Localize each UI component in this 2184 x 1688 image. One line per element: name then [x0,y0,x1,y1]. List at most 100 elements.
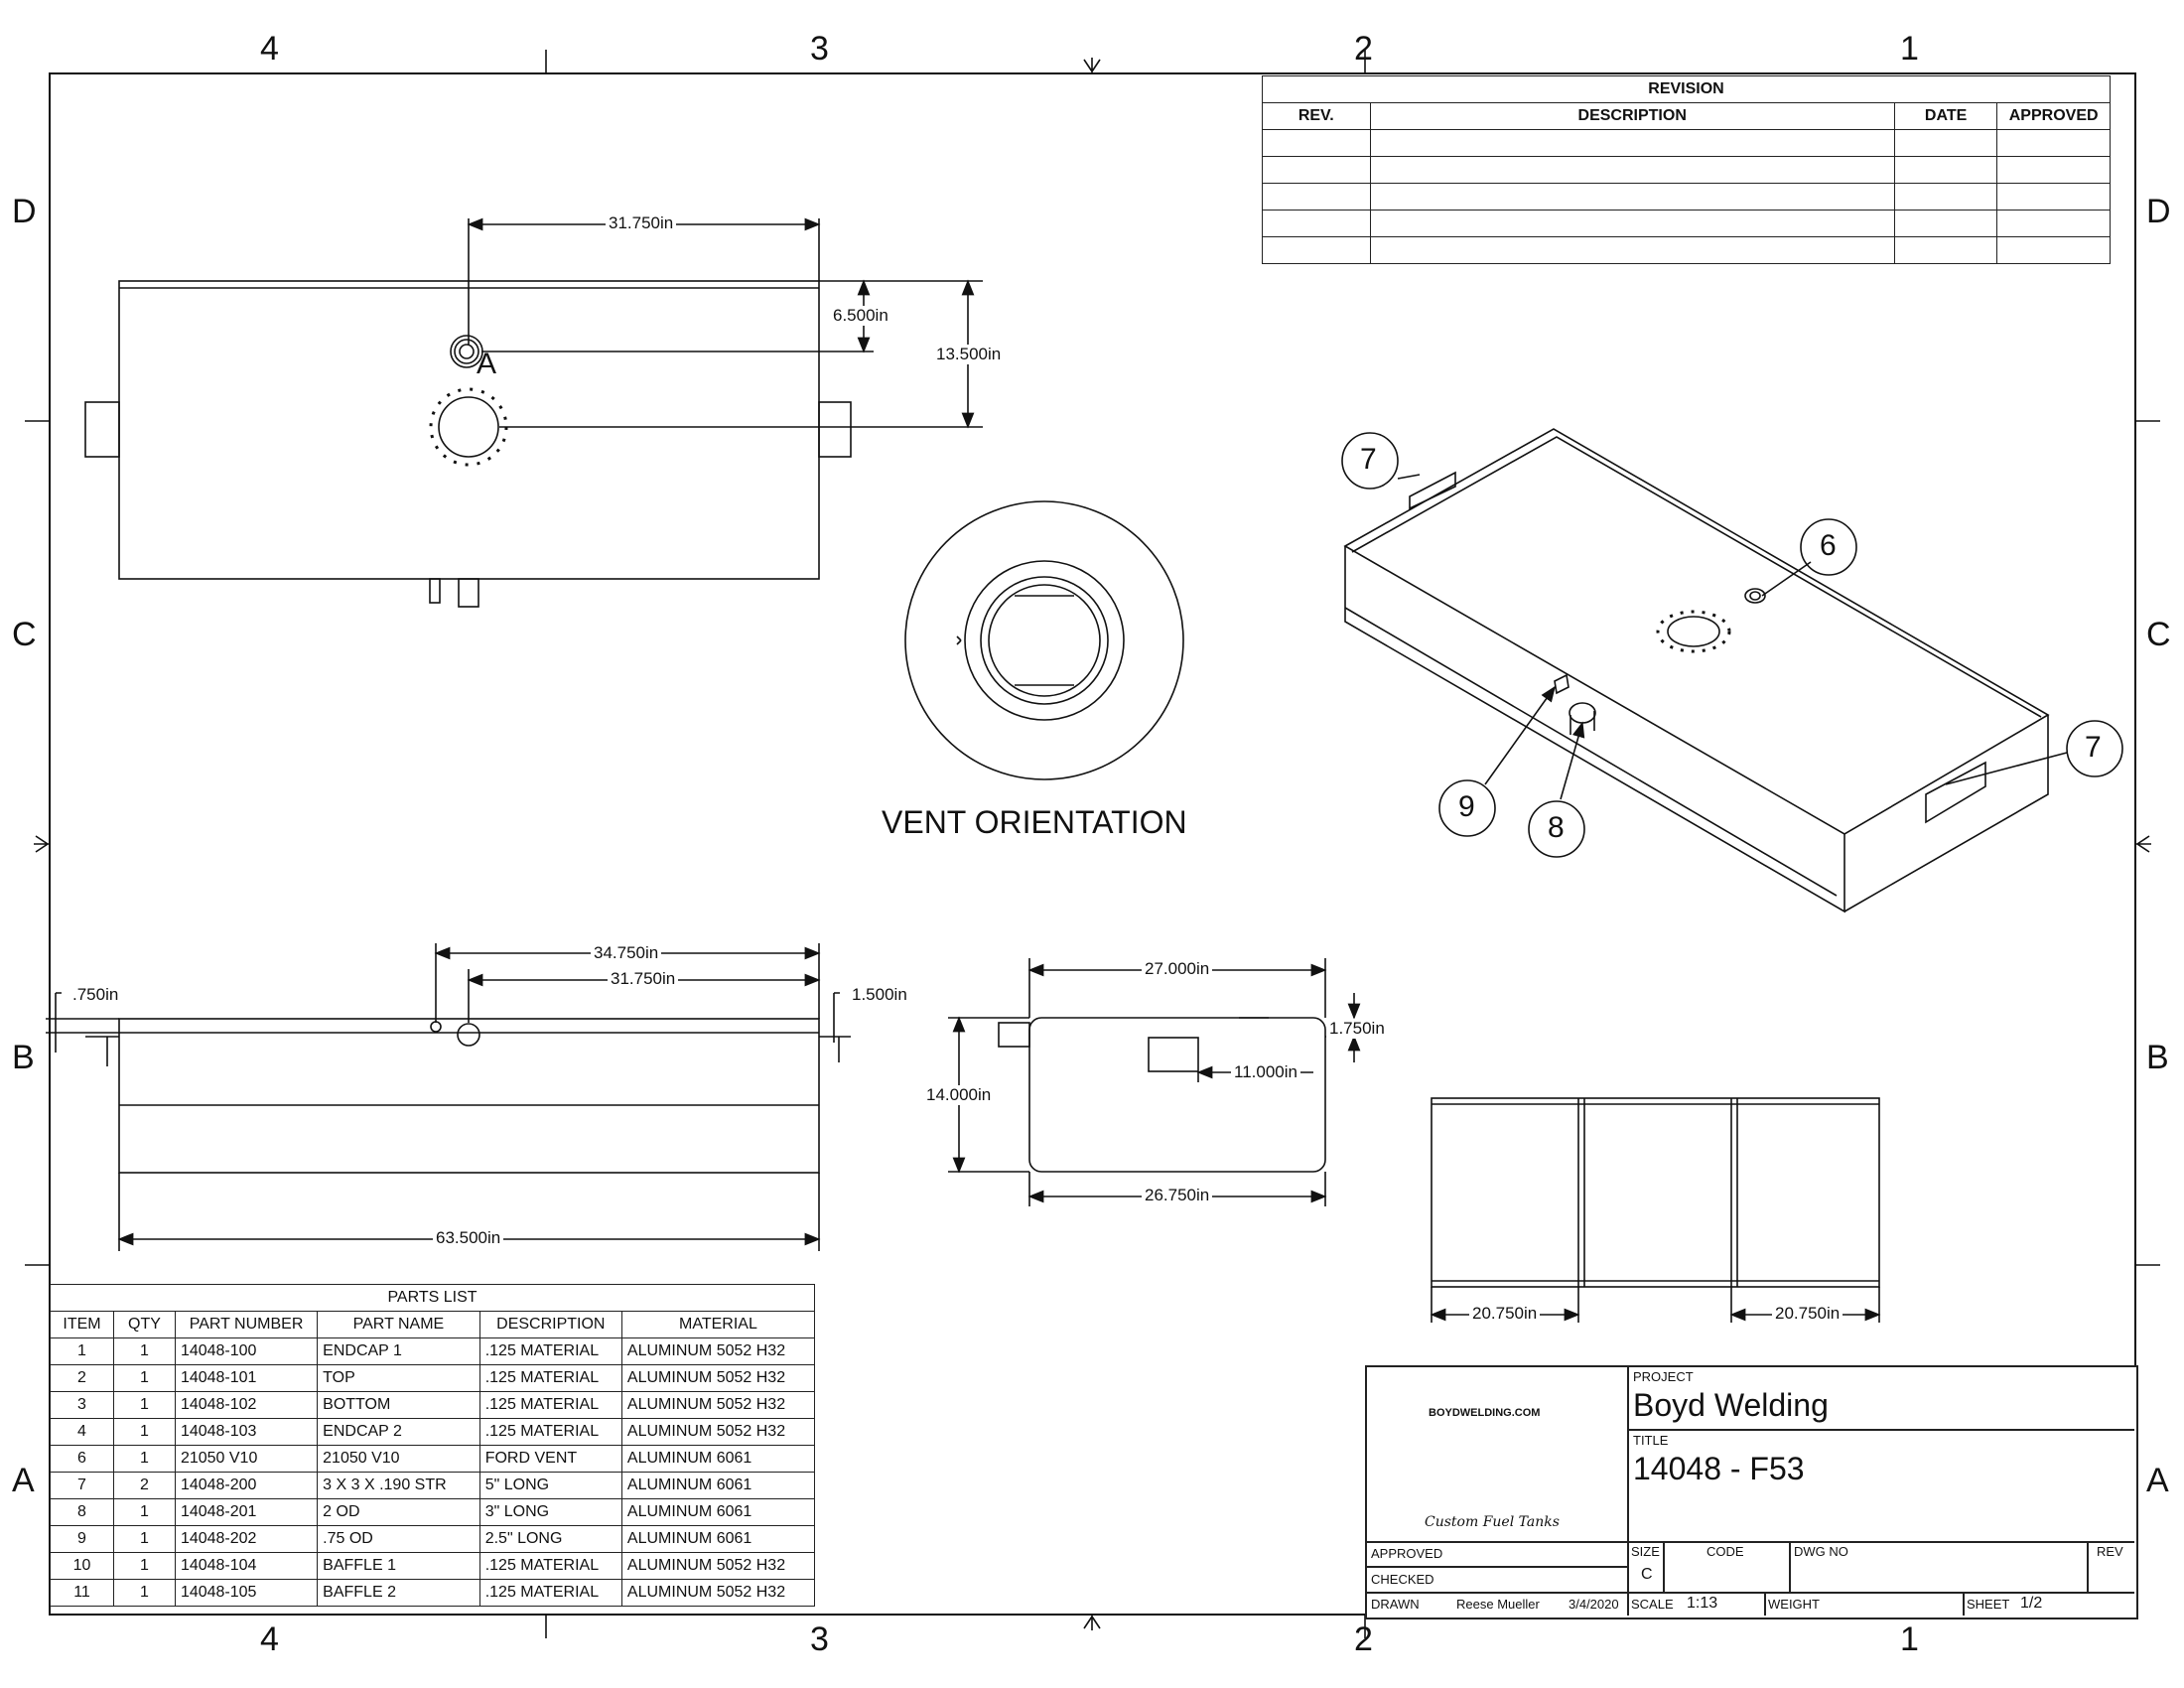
parts-cell-part-name: BAFFLE 1 [317,1552,480,1580]
parts-cell-qty: 1 [112,1498,176,1526]
revision-row [1262,129,2111,157]
parts-cell-material: ALUMINUM 5052 H32 [620,1337,816,1365]
scale-value: 1:13 [1687,1595,1718,1612]
zone-col-4-bottom: 4 [260,1620,279,1658]
balloon-8-label: 8 [1548,811,1565,844]
parts-cell-item: 11 [50,1579,114,1607]
parts-header-description: DESCRIPTION [478,1311,622,1338]
dim-vent-offset: 6.500in [830,306,891,326]
drawn-by: Reese Mueller [1456,1597,1540,1612]
detail-label-a: A [477,348,497,380]
rev-header-rev: REV. [1262,102,1371,130]
parts-cell-qty: 1 [112,1418,176,1446]
vent-orientation-caption: VENT ORIENTATION [882,804,1187,840]
revision-table: REVISION REV. DESCRIPTION DATE APPROVED [1262,75,2111,264]
parts-cell-material: ALUMINUM 6061 [620,1445,816,1473]
zone-col-3-top: 3 [810,30,829,68]
parts-cell-description: .125 MATERIAL [478,1552,622,1580]
top-view [84,217,983,608]
parts-cell-item: 7 [50,1472,114,1499]
parts-cell-material: ALUMINUM 5052 H32 [620,1579,816,1607]
parts-cell-part-number: 14048-200 [174,1472,319,1499]
parts-cell-item: 2 [50,1364,114,1392]
scale-label: SCALE [1631,1597,1674,1612]
rev-label: REV [2097,1544,2123,1559]
parts-cell-description: .125 MATERIAL [478,1364,622,1392]
parts-cell-qty: 1 [112,1525,176,1553]
balloon-6-label: 6 [1820,529,1837,562]
parts-cell-qty: 1 [112,1552,176,1580]
size-value: C [1641,1566,1653,1583]
dim-center-offset: 13.500in [933,345,1005,364]
parts-cell-part-name: ENDCAP 1 [317,1337,480,1365]
parts-header-part-name: PART NAME [317,1311,480,1338]
dim-front-width: 31.750in [608,969,679,989]
parts-cell-part-name: BOTTOM [317,1391,480,1419]
baffle-view [1430,1097,1881,1323]
project-label: PROJECT [1633,1369,1694,1384]
drawn-label: DRAWN [1371,1597,1420,1612]
isometric-view [1341,428,2123,914]
parts-cell-item: 8 [50,1498,114,1526]
parts-cell-part-number: 14048-201 [174,1498,319,1526]
parts-cell-qty: 2 [112,1472,176,1499]
parts-cell-description: .125 MATERIAL [478,1418,622,1446]
zone-col-1-bottom: 1 [1900,1620,1919,1658]
dim-top-width: 31.750in [606,213,677,233]
parts-cell-qty: 1 [112,1579,176,1607]
revision-row [1262,236,2111,264]
parts-cell-description: .125 MATERIAL [478,1579,622,1607]
dim-side-tab: 11.000in [1231,1062,1300,1082]
zone-row-a-right: A [2146,1462,2169,1499]
title-label: TITLE [1633,1433,1669,1448]
revision-row [1262,210,2111,237]
parts-header-material: MATERIAL [620,1311,816,1338]
balloon-7-right [2066,720,2123,777]
zone-col-2-top: 2 [1354,30,1373,68]
zone-col-1-top: 1 [1900,30,1919,68]
parts-cell-description: 2.5" LONG [478,1525,622,1553]
parts-cell-description: FORD VENT [478,1445,622,1473]
balloon-9 [1438,779,1496,837]
title-block: BOYDWELDING.COM Custom Fuel Tanks PROJEC… [1365,1365,2138,1619]
parts-cell-part-number: 14048-103 [174,1418,319,1446]
parts-cell-part-number: 14048-105 [174,1579,319,1607]
revision-row [1262,183,2111,211]
dim-front-right: 1.500in [849,985,910,1005]
parts-cell-qty: 1 [112,1445,176,1473]
sheet-label: SHEET [1967,1597,2010,1612]
parts-cell-item: 9 [50,1525,114,1553]
parts-cell-item: 6 [50,1445,114,1473]
project-name: Boyd Welding [1633,1387,1829,1423]
code-label: CODE [1706,1544,1744,1559]
balloon-7-top [1341,432,1399,490]
parts-cell-part-name: 21050 V10 [317,1445,480,1473]
dim-front-overall: 34.750in [591,943,662,963]
balloon-9-label: 9 [1458,790,1475,823]
parts-list-table: PARTS LIST ITEM QTY PART NUMBER PART NAM… [50,1284,816,1607]
parts-cell-description: 3" LONG [478,1498,622,1526]
dim-baffle-right: 20.750in [1772,1304,1843,1324]
parts-header-item: ITEM [50,1311,114,1338]
zone-row-a-left: A [12,1462,35,1499]
dim-side-top: 27.000in [1142,959,1213,979]
balloon-8 [1528,800,1585,858]
zone-row-b-left: B [12,1039,35,1076]
parts-cell-item: 10 [50,1552,114,1580]
drawing-title: 14048 - F53 [1633,1451,1805,1486]
balloon-7-right-label: 7 [2085,731,2102,764]
revision-title: REVISION [1262,75,2111,103]
revision-row [1262,156,2111,184]
parts-cell-description: .125 MATERIAL [478,1391,622,1419]
weight-label: WEIGHT [1768,1597,1820,1612]
dwg-no-label: DWG NO [1794,1544,1848,1559]
approved-label: APPROVED [1371,1546,1443,1561]
checked-label: CHECKED [1371,1572,1434,1587]
rev-header-description: DESCRIPTION [1369,102,1895,130]
